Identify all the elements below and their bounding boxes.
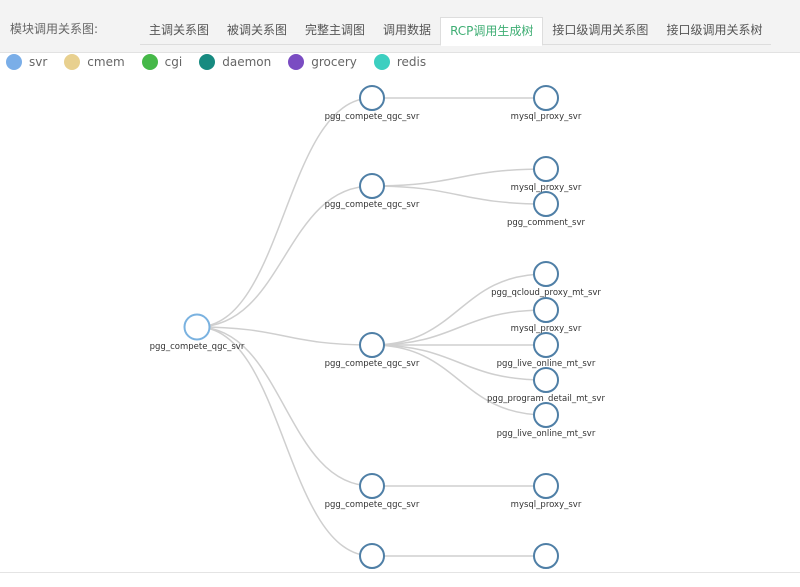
node-label: pgg_compete_qgc_svr — [150, 342, 245, 352]
node-label: mysql_proxy_svr — [511, 500, 582, 510]
legend-item-daemon[interactable]: daemon — [199, 54, 271, 70]
tree-links — [196, 97, 547, 557]
tab-callee-graph[interactable]: 被调关系图 — [227, 23, 288, 37]
node-label: mysql_proxy_svr — [511, 183, 582, 193]
tree-node[interactable]: pgg_compete_qgc_svr — [325, 332, 420, 369]
bottom-divider — [0, 572, 800, 573]
node-label: mysql_proxy_svr — [511, 112, 582, 122]
tree-link — [196, 326, 373, 346]
tree-node[interactable]: pgg_compete_qgc_svr — [325, 473, 420, 510]
node-label: pgg_compete_qgc_svr — [325, 500, 420, 510]
tab-interface-call-graph[interactable]: 接口级调用关系图 — [552, 23, 649, 37]
tree-node[interactable] — [533, 543, 559, 569]
legend-item-cmem[interactable]: cmem — [64, 54, 125, 70]
legend-item-svr[interactable]: svr — [6, 54, 47, 70]
tree-link — [196, 326, 373, 557]
node-circle[interactable] — [533, 85, 559, 111]
node-circle[interactable] — [533, 367, 559, 393]
node-label: pgg_qcloud_proxy_mt_svr — [491, 288, 601, 298]
node-label: pgg_live_online_mt_svr — [497, 429, 596, 439]
tree-node[interactable] — [359, 543, 385, 569]
node-circle[interactable] — [533, 473, 559, 499]
legend-swatch — [288, 54, 305, 70]
node-label: pgg_compete_qgc_svr — [325, 200, 420, 210]
node-circle[interactable] — [359, 543, 385, 569]
legend-item-grocery[interactable]: grocery — [288, 54, 357, 70]
tab-call-data[interactable]: 调用数据 — [383, 23, 432, 37]
node-label: pgg_compete_qgc_svr — [325, 112, 420, 122]
tree-node[interactable]: pgg_qcloud_proxy_mt_svr — [491, 261, 601, 298]
node-circle[interactable] — [359, 173, 385, 199]
node-circle[interactable] — [533, 297, 559, 323]
legend-swatch — [64, 54, 81, 70]
node-label: mysql_proxy_svr — [511, 324, 582, 334]
node-label: pgg_compete_qgc_svr — [325, 359, 420, 369]
legend-label: grocery — [311, 55, 357, 69]
tree-link — [196, 97, 373, 328]
node-circle[interactable] — [533, 156, 559, 182]
tree-link — [196, 326, 373, 487]
legend-swatch — [6, 54, 22, 70]
tree-link — [371, 168, 547, 187]
node-circle[interactable] — [533, 191, 559, 217]
legend-swatch — [373, 54, 390, 70]
legend-label: cmem — [87, 55, 125, 69]
node-circle[interactable] — [359, 332, 385, 358]
legend-label: redis — [396, 55, 427, 69]
legend-label: cgi — [164, 55, 183, 69]
tree-link — [371, 273, 547, 346]
tree-node[interactable]: pgg_compete_qgc_svr — [150, 313, 245, 353]
top-bar: 模块调用关系图: 主调关系图 被调关系图 完整主调图 调用数据 RCP调用生成树… — [0, 0, 800, 53]
legend-swatch — [199, 54, 216, 70]
tree-node[interactable]: pgg_program_detail_mt_svr — [487, 367, 605, 404]
tree-node[interactable]: mysql_proxy_svr — [511, 85, 582, 122]
node-circle[interactable] — [533, 402, 559, 428]
tree-node[interactable]: mysql_proxy_svr — [511, 297, 582, 334]
legend-item-redis[interactable]: redis — [373, 54, 427, 70]
module-relation-label: 模块调用关系图: — [10, 22, 99, 36]
node-label: pgg_comment_svr — [507, 218, 586, 228]
tab-caller-graph[interactable]: 主调关系图 — [149, 23, 210, 37]
tree-link — [371, 309, 547, 346]
tab-bar: 主调关系图 被调关系图 完整主调图 调用数据 RCP调用生成树 接口级调用关系图… — [140, 17, 772, 46]
tree-link — [371, 185, 547, 205]
legend-label: svr — [29, 55, 48, 69]
node-circle[interactable] — [359, 85, 385, 111]
tree-nodes: pgg_compete_qgc_svrpgg_compete_qgc_svrpg… — [150, 85, 605, 569]
node-circle[interactable] — [359, 473, 385, 499]
tree-node[interactable]: mysql_proxy_svr — [511, 156, 582, 193]
legend-item-cgi[interactable]: cgi — [141, 54, 183, 70]
tree-node[interactable]: pgg_compete_qgc_svr — [325, 85, 420, 122]
tree-link — [196, 185, 373, 328]
tree-link — [371, 344, 547, 381]
tree-node[interactable]: pgg_comment_svr — [507, 191, 586, 228]
node-circle[interactable] — [533, 543, 559, 569]
tree-node[interactable]: pgg_live_online_mt_svr — [497, 402, 596, 439]
node-circle[interactable] — [533, 261, 559, 287]
tab-interface-call-tree[interactable]: 接口级调用关系树 — [666, 23, 763, 37]
tree-node[interactable]: pgg_compete_qgc_svr — [325, 173, 420, 210]
tree-node[interactable]: pgg_live_online_mt_svr — [497, 332, 596, 369]
node-label: pgg_program_detail_mt_svr — [487, 394, 605, 404]
node-label: pgg_live_online_mt_svr — [497, 359, 596, 369]
legend: svr cmem cgi daemon grocery redis — [6, 53, 443, 71]
legend-label: daemon — [222, 55, 272, 69]
tab-full-caller-graph[interactable]: 完整主调图 — [305, 23, 366, 37]
node-circle[interactable] — [533, 332, 559, 358]
node-circle[interactable] — [183, 313, 211, 341]
legend-swatch — [141, 54, 158, 70]
tree-link — [371, 344, 547, 416]
tab-rcp-call-tree[interactable]: RCP调用生成树 — [440, 17, 544, 46]
tree-node[interactable]: mysql_proxy_svr — [511, 473, 582, 510]
